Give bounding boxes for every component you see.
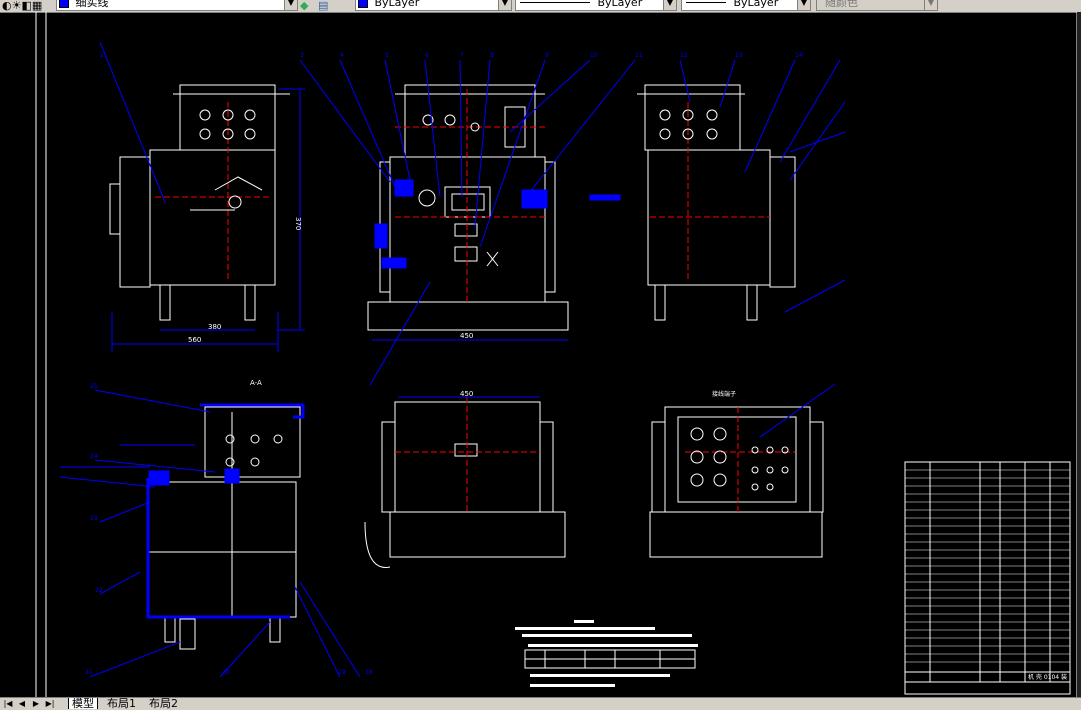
layer-previous-icon[interactable]: ▤	[318, 0, 329, 12]
front-view	[367, 84, 569, 331]
next-tab-icon[interactable]: ▶	[32, 699, 40, 708]
layer-state-icons[interactable]: ◐☀◧▦	[2, 0, 43, 12]
chevron-down-icon[interactable]: ▼	[284, 0, 297, 10]
callout-label: 5	[385, 52, 389, 59]
callout-label: 24	[90, 453, 98, 460]
callout-label: 3	[300, 52, 304, 59]
right-view-leaders	[679, 59, 846, 313]
dim-top-plan: 450	[460, 390, 473, 398]
callout-label: 7	[460, 52, 464, 59]
color-combo[interactable]: ByLayer ▼	[355, 0, 512, 11]
side-view-left	[109, 84, 290, 321]
callout-label: 20	[222, 669, 230, 676]
callout-label: 10	[590, 52, 598, 59]
properties-toolbar: ◐☀◧▦ 细实线 ▼ ◆ ▤ ByLayer ▼ ByLayer ▼ ByLay…	[0, 0, 1081, 13]
terminal-studs	[690, 427, 789, 491]
tab-model[interactable]: 模型	[68, 698, 98, 709]
layer-color-swatch	[59, 0, 69, 8]
linetype-combo[interactable]: ByLayer ▼	[515, 0, 677, 11]
linetype-value: ByLayer	[597, 0, 643, 9]
front-view-blue-parts	[374, 179, 621, 269]
section-leaders	[59, 389, 361, 678]
callout-label: 9	[545, 52, 549, 59]
top-view	[364, 397, 566, 568]
chevron-down-icon[interactable]: ▼	[797, 0, 810, 10]
lineweight-combo[interactable]: ByLayer ▼	[681, 0, 811, 11]
section-bolts	[225, 434, 283, 467]
callout-label: 4	[340, 52, 344, 59]
chevron-down-icon[interactable]: ▼	[663, 0, 676, 10]
callout-label: 2	[100, 52, 104, 59]
tab-layout2[interactable]: 布局2	[149, 697, 178, 710]
first-tab-icon[interactable]: |◀	[3, 699, 13, 708]
layout-tabs-bar: |◀ ◀ ▶ ▶| 模型 布局1 布局2	[0, 697, 1081, 710]
right-view-bolts	[659, 109, 718, 140]
lineweight-value: ByLayer	[733, 0, 779, 9]
front-view-bolts	[422, 114, 480, 132]
left-view-bolts	[199, 109, 256, 140]
title-block	[905, 671, 1070, 683]
terminal-view	[649, 406, 824, 558]
linetype-sample	[520, 1, 590, 3]
dim-height: 370	[294, 217, 302, 230]
callout-label: 13	[735, 52, 743, 59]
callout-label: 21	[85, 669, 93, 676]
prev-tab-icon[interactable]: ◀	[18, 699, 26, 708]
side-view-right	[637, 84, 796, 321]
make-current-icon[interactable]: ◆	[300, 0, 309, 12]
last-tab-icon[interactable]: ▶|	[45, 699, 55, 708]
terminal-leader	[759, 383, 836, 438]
chevron-down-icon[interactable]: ▼	[924, 0, 937, 10]
plan-label: 接线端子	[712, 390, 736, 398]
bom-rows	[905, 469, 1070, 663]
callout-label: 14	[795, 52, 803, 59]
notes-table	[524, 649, 696, 669]
dim-width-bottom: 560	[188, 336, 201, 344]
tab-layout1[interactable]: 布局1	[107, 697, 136, 710]
notes-block	[515, 620, 698, 687]
callout-label: 19	[338, 669, 346, 676]
section-blue-outline	[146, 403, 305, 619]
front-view-leaders	[299, 59, 636, 386]
callout-label: 12	[680, 52, 688, 59]
bom-table	[904, 461, 1071, 695]
color-value: ByLayer	[374, 0, 420, 9]
section-label: A-A	[250, 379, 262, 387]
title-block-name: 机 壳 0104 装	[1028, 673, 1067, 681]
chevron-down-icon[interactable]: ▼	[498, 0, 511, 10]
dim-front: 450	[460, 332, 473, 340]
lineweight-sample	[686, 1, 726, 3]
callout-label: 6	[425, 52, 429, 59]
plotstyle-value: 随颜色	[825, 0, 858, 9]
layer-name: 细实线	[75, 0, 109, 9]
drawing-canvas[interactable]: 380 560 370	[0, 12, 1081, 697]
callout-label: 25	[90, 383, 98, 390]
callout-label: 11	[635, 52, 643, 59]
callout-label: 8	[490, 52, 494, 59]
vertical-scrollbar[interactable]	[1077, 12, 1081, 697]
callout-label: 22	[95, 587, 103, 594]
left-view-dimensions	[99, 41, 305, 352]
color-swatch	[358, 0, 368, 8]
callout-label: 18	[365, 669, 373, 676]
plotstyle-combo[interactable]: 随颜色 ▼	[816, 0, 938, 11]
dim-inner: 380	[208, 323, 221, 331]
layer-combo[interactable]: 细实线 ▼	[56, 0, 298, 11]
callout-label: 23	[90, 515, 98, 522]
